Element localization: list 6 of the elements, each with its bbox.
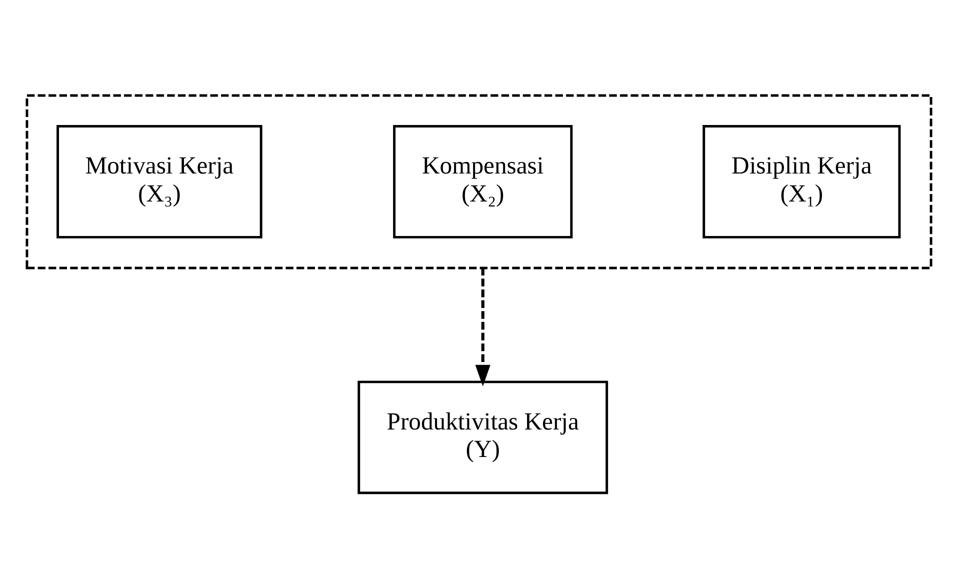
node-box: Disiplin Kerja (X₁) bbox=[702, 124, 901, 238]
node-box: Motivasi Kerja (X₃) bbox=[56, 124, 262, 238]
node-box: Produktivitas Kerja (Y) bbox=[358, 380, 608, 494]
node-box: Kompensasi (X₂) bbox=[393, 124, 573, 238]
arrow bbox=[475, 267, 490, 386]
cluster bbox=[26, 94, 932, 269]
